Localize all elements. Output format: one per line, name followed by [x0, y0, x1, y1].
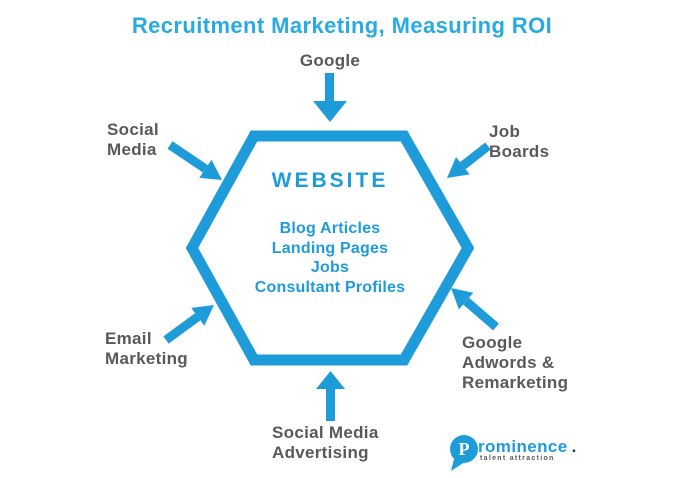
label-line: Adwords &: [462, 353, 555, 372]
email-marketing-arrow-icon: [163, 305, 214, 344]
label-line: Media: [107, 140, 157, 159]
website-heading: WEBSITE: [271, 169, 389, 192]
social-media-label: Social Media: [107, 120, 159, 160]
google-arrow-icon: [313, 73, 347, 122]
logo-initial: P: [459, 439, 470, 459]
job-boards-arrow-icon: [447, 142, 491, 178]
prominence-logo: P rominence. talent attraction: [448, 433, 578, 475]
hexagon-outline: [185, 130, 475, 366]
logo-speech-bubble-icon: P: [450, 435, 478, 471]
email-marketing-label: Email Marketing: [105, 329, 188, 369]
website-item: Landing Pages: [271, 239, 389, 257]
label-line: Email: [105, 329, 152, 348]
page-title: Recruitment Marketing, Measuring ROI: [131, 13, 553, 38]
google-adwords-label: Google Adwords & Remarketing: [462, 333, 568, 393]
social-media-advertising-arrow-icon: [316, 371, 345, 421]
label-line: Google: [299, 51, 361, 70]
social-media-advertising-label: Social Media Advertising: [272, 423, 379, 463]
job-boards-label: Job Boards: [489, 122, 549, 162]
logo-period: .: [571, 437, 577, 456]
label-line: Google: [462, 333, 523, 352]
website-items: Blog Articles Landing Pages Jobs Consult…: [210, 219, 450, 297]
adwords-arrow-icon: [451, 288, 499, 331]
google-label: Google: [270, 51, 390, 71]
label-line: Marketing: [105, 349, 188, 368]
social-media-arrow-icon: [167, 141, 222, 180]
logo-name: rominence.: [478, 437, 577, 457]
website-item: Blog Articles: [279, 220, 381, 237]
label-line: Social: [107, 120, 159, 139]
label-line: Remarketing: [462, 373, 569, 392]
logo-name-text: rominence: [478, 437, 568, 456]
label-line: Social Media: [272, 423, 379, 442]
logo-tagline: talent attraction: [480, 455, 555, 462]
label-line: Advertising: [272, 443, 369, 462]
hexagon-content: WEBSITE Blog Articles Landing Pages Jobs…: [210, 169, 450, 297]
website-item: Jobs: [310, 259, 350, 276]
label-line: Job: [489, 122, 521, 141]
label-line: Boards: [489, 142, 550, 161]
website-item: Consultant Profiles: [254, 278, 406, 296]
